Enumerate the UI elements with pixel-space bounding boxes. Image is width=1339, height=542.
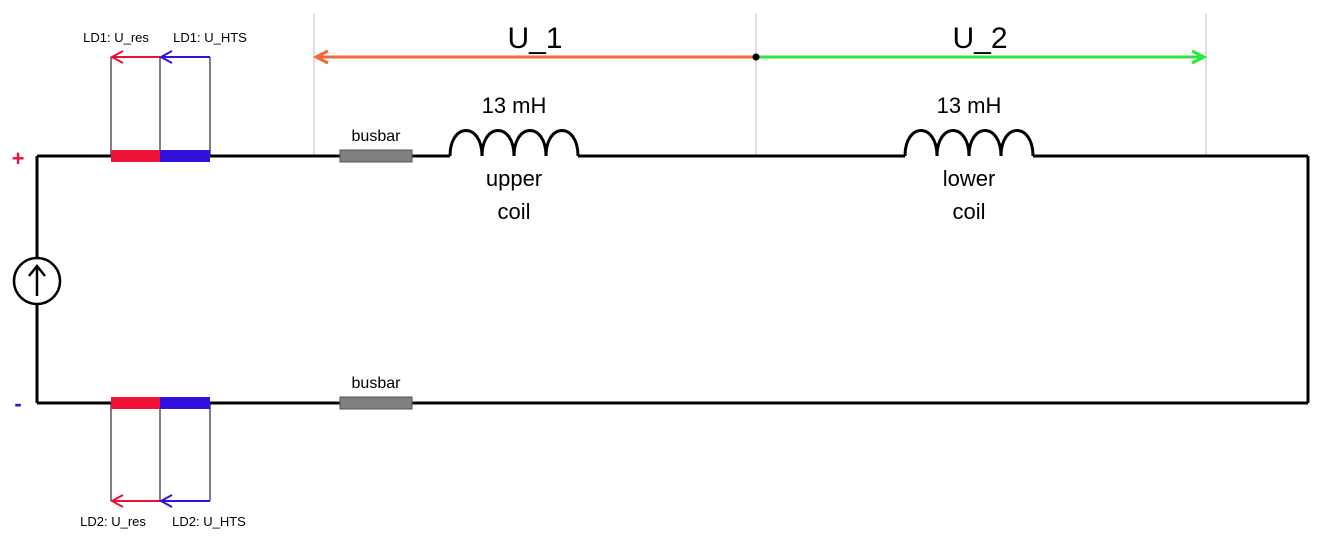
busbar-bottom-label: busbar [352, 375, 402, 392]
ld1-resistive-section [111, 150, 160, 162]
ld1-hts-section [160, 150, 210, 162]
lower-coil-label-line2: coil [952, 199, 985, 224]
u1-label: U_1 [507, 22, 562, 55]
minus-terminal: - [14, 391, 21, 416]
u2-arrowhead [1191, 49, 1208, 65]
ld2-resistive-section [111, 397, 160, 409]
wiring [35, 154, 1310, 405]
upper-coil-label-line2: coil [497, 199, 530, 224]
upper-coil-inductance: 13 mH [482, 93, 547, 118]
plus-terminal: + [12, 146, 25, 171]
upper-coil-label-line1: upper [486, 166, 542, 191]
ld2-hts-section [160, 397, 210, 409]
current-source-icon [12, 256, 62, 306]
guide-lines [110, 14, 1207, 501]
ld2-voltage-arrows [109, 494, 210, 508]
busbar-top-label: busbar [352, 128, 402, 145]
ld1-voltage-arrows [109, 50, 210, 64]
ld2-res-label: LD2: U_res [80, 514, 146, 529]
coil-voltage-arrows [312, 49, 1208, 65]
tap-point [752, 53, 760, 61]
u1-arrowhead [312, 49, 329, 65]
ld1-res-label: LD1: U_res [83, 30, 149, 45]
busbar-bottom [339, 396, 413, 410]
lower-coil-inductor-icon [903, 129, 1035, 157]
lower-coil-inductance: 13 mH [937, 93, 1002, 118]
ld1-hts-label: LD1: U_HTS [173, 30, 247, 45]
busbar-top [339, 149, 413, 163]
upper-coil-inductor-icon [448, 129, 580, 157]
ld2-hts-label: LD2: U_HTS [172, 514, 246, 529]
lower-coil-label-line1: lower [943, 166, 996, 191]
u2-label: U_2 [952, 22, 1007, 55]
